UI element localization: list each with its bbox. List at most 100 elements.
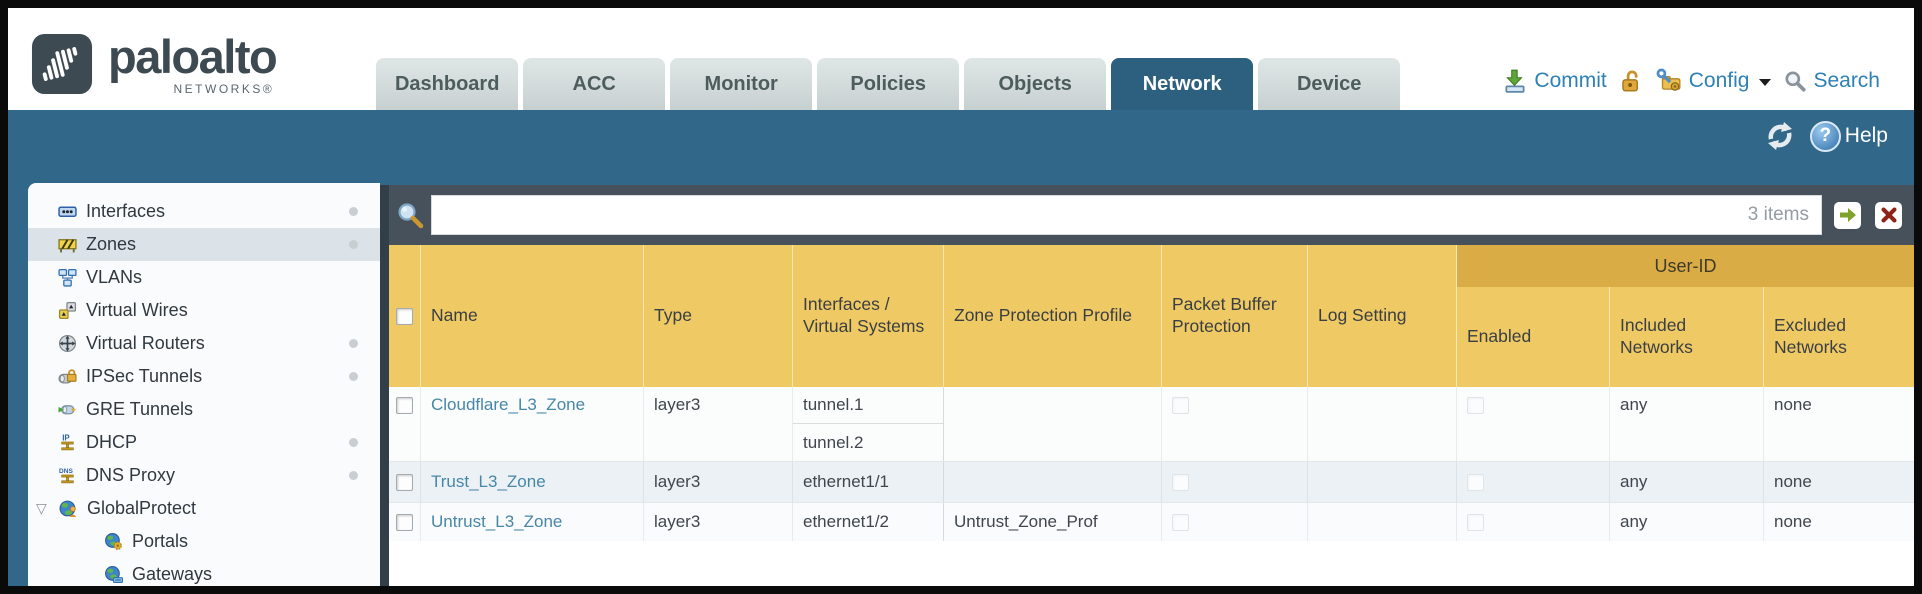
filter-bar: 3 items — [389, 185, 1914, 245]
portals-icon — [105, 533, 122, 550]
tab-policies[interactable]: Policies — [817, 58, 960, 110]
row-checkbox[interactable] — [396, 473, 413, 491]
cell-log-setting — [1308, 387, 1457, 461]
config-button[interactable]: Config — [1655, 68, 1772, 94]
cell-name: Cloudflare_L3_Zone — [421, 387, 644, 461]
lock-icon[interactable] — [1619, 68, 1643, 94]
sidebar-item-virtual-wires[interactable]: Virtual Wires — [28, 294, 380, 327]
commit-icon — [1505, 69, 1525, 93]
interfaces-icon — [58, 206, 77, 217]
items-count: 3 items — [1747, 204, 1809, 225]
column-header-type[interactable]: Type — [644, 245, 793, 387]
sidebar-item-gateways[interactable]: Gateways — [28, 558, 380, 586]
column-header-zone-protection-profile[interactable]: Zone Protection Profile — [944, 245, 1162, 387]
sidebar-item-label: Virtual Routers — [86, 333, 205, 353]
cell-type: layer3 — [644, 462, 793, 502]
sidebar-item-vlans[interactable]: VLANs — [28, 261, 380, 294]
paloalto-logo-icon — [31, 33, 93, 95]
sidebar-item-label: Gateways — [132, 564, 213, 584]
cell-included-networks: any — [1610, 387, 1764, 461]
svg-text:DNS: DNS — [59, 468, 73, 475]
column-header-included-networks[interactable]: Included Networks — [1610, 287, 1764, 387]
sidebar-item-gre-tunnels[interactable]: GRE Tunnels — [28, 393, 380, 426]
zone-name-link[interactable]: Trust_L3_Zone — [431, 472, 546, 491]
tab-device[interactable]: Device — [1258, 58, 1401, 110]
status-dot — [349, 438, 358, 447]
help-button[interactable]: ? Help — [1809, 120, 1888, 152]
cell-user-id-enabled — [1457, 503, 1610, 541]
top-bar: paloalto NETWORKS® Dashboard ACC Monitor… — [8, 8, 1914, 110]
table-header: Name Type Interfaces / Virtual Systems Z… — [389, 245, 1914, 387]
red-x-icon — [1880, 207, 1897, 223]
cell-excluded-networks: none — [1774, 512, 1812, 531]
packet-buffer-checkbox — [1172, 513, 1189, 531]
collapse-triangle-icon[interactable]: ▽ — [36, 500, 47, 516]
sidebar-item-ipsec-tunnels[interactable]: IPSec Tunnels — [28, 360, 380, 393]
sidebar-item-dns-proxy[interactable]: DNS DNS Proxy — [28, 459, 380, 492]
search-label: Search — [1813, 69, 1880, 92]
tab-acc[interactable]: ACC — [523, 58, 666, 110]
zones-icon — [58, 239, 77, 253]
refresh-icon[interactable] — [1764, 120, 1796, 152]
column-header-log-setting[interactable]: Log Setting — [1308, 245, 1457, 387]
virtual-routers-icon — [58, 334, 77, 353]
user-id-enabled-checkbox — [1467, 513, 1484, 531]
config-label: Config — [1688, 69, 1750, 92]
cell-user-id-enabled — [1457, 462, 1610, 502]
sidebar-item-virtual-routers[interactable]: Virtual Routers — [28, 327, 380, 360]
column-header-excluded-networks[interactable]: Excluded Networks — [1774, 315, 1847, 357]
sidebar-item-zones[interactable]: Zones — [28, 228, 380, 261]
sidebar-item-label: Interfaces — [86, 201, 166, 221]
sidebar-item-interfaces[interactable]: Interfaces — [28, 195, 380, 228]
cell-excluded-networks: none — [1774, 395, 1812, 414]
filter-search-icon — [398, 203, 424, 229]
gre-tunnels-icon — [58, 405, 77, 415]
column-header-name[interactable]: Name — [421, 245, 644, 387]
sidebar-item-globalprotect[interactable]: ▽ GlobalProtect — [28, 492, 380, 525]
status-dot — [349, 207, 358, 216]
sidebar-item-label: GRE Tunnels — [86, 399, 194, 419]
cell-packet-buffer-protection — [1162, 462, 1308, 502]
teal-toolbar: ? Help — [1764, 120, 1888, 152]
tab-monitor[interactable]: Monitor — [670, 58, 813, 110]
sidebar-item-label: Virtual Wires — [86, 300, 188, 320]
clear-filter-button[interactable] — [1875, 201, 1902, 229]
commit-button[interactable]: Commit — [1502, 68, 1607, 94]
status-dot — [349, 471, 358, 480]
vlans-icon — [58, 268, 77, 287]
column-header-interfaces[interactable]: Interfaces / Virtual Systems — [793, 245, 944, 387]
globalprotect-icon — [59, 500, 77, 517]
cell-packet-buffer-protection — [1162, 387, 1308, 461]
zone-name-link[interactable]: Cloudflare_L3_Zone — [431, 395, 586, 414]
tab-objects[interactable]: Objects — [964, 58, 1107, 110]
table-row: Untrust_L3_Zone layer3 ethernet1/2 Untru… — [389, 503, 1914, 541]
filter-input[interactable] — [432, 196, 1748, 234]
zone-name-link[interactable]: Untrust_L3_Zone — [431, 512, 563, 531]
sidebar-item-dhcp[interactable]: IP DHCP — [28, 426, 380, 459]
sidebar-item-label: VLANs — [86, 267, 143, 287]
row-checkbox[interactable] — [396, 397, 413, 414]
cell-user-id-enabled — [1457, 387, 1610, 461]
cell-log-setting — [1308, 503, 1457, 541]
cell-interfaces: ethernet1/2 — [793, 503, 944, 541]
row-checkbox-cell — [389, 387, 421, 461]
column-header-enabled[interactable]: Enabled — [1457, 287, 1610, 387]
sidebar-item-label: Zones — [86, 234, 137, 254]
select-all-checkbox[interactable] — [396, 307, 413, 325]
search-icon — [1785, 71, 1807, 92]
sidebar-item-portals[interactable]: Portals — [28, 525, 380, 558]
tab-network[interactable]: Network — [1111, 58, 1254, 110]
apply-filter-button[interactable] — [1834, 201, 1861, 229]
search-button[interactable]: Search — [1783, 69, 1880, 93]
tab-dashboard[interactable]: Dashboard — [376, 58, 519, 110]
brand-logo: paloalto NETWORKS® — [30, 18, 278, 110]
user-id-group-header: User-ID — [1457, 245, 1914, 287]
status-dot — [349, 240, 358, 249]
row-checkbox-cell — [389, 462, 421, 502]
green-arrow-icon — [1839, 208, 1856, 222]
row-checkbox[interactable] — [396, 513, 413, 531]
column-header-packet-buffer-protection[interactable]: Packet Buffer Protection — [1162, 245, 1308, 387]
table-empty-area — [389, 541, 1914, 586]
user-id-enabled-checkbox — [1467, 473, 1484, 491]
